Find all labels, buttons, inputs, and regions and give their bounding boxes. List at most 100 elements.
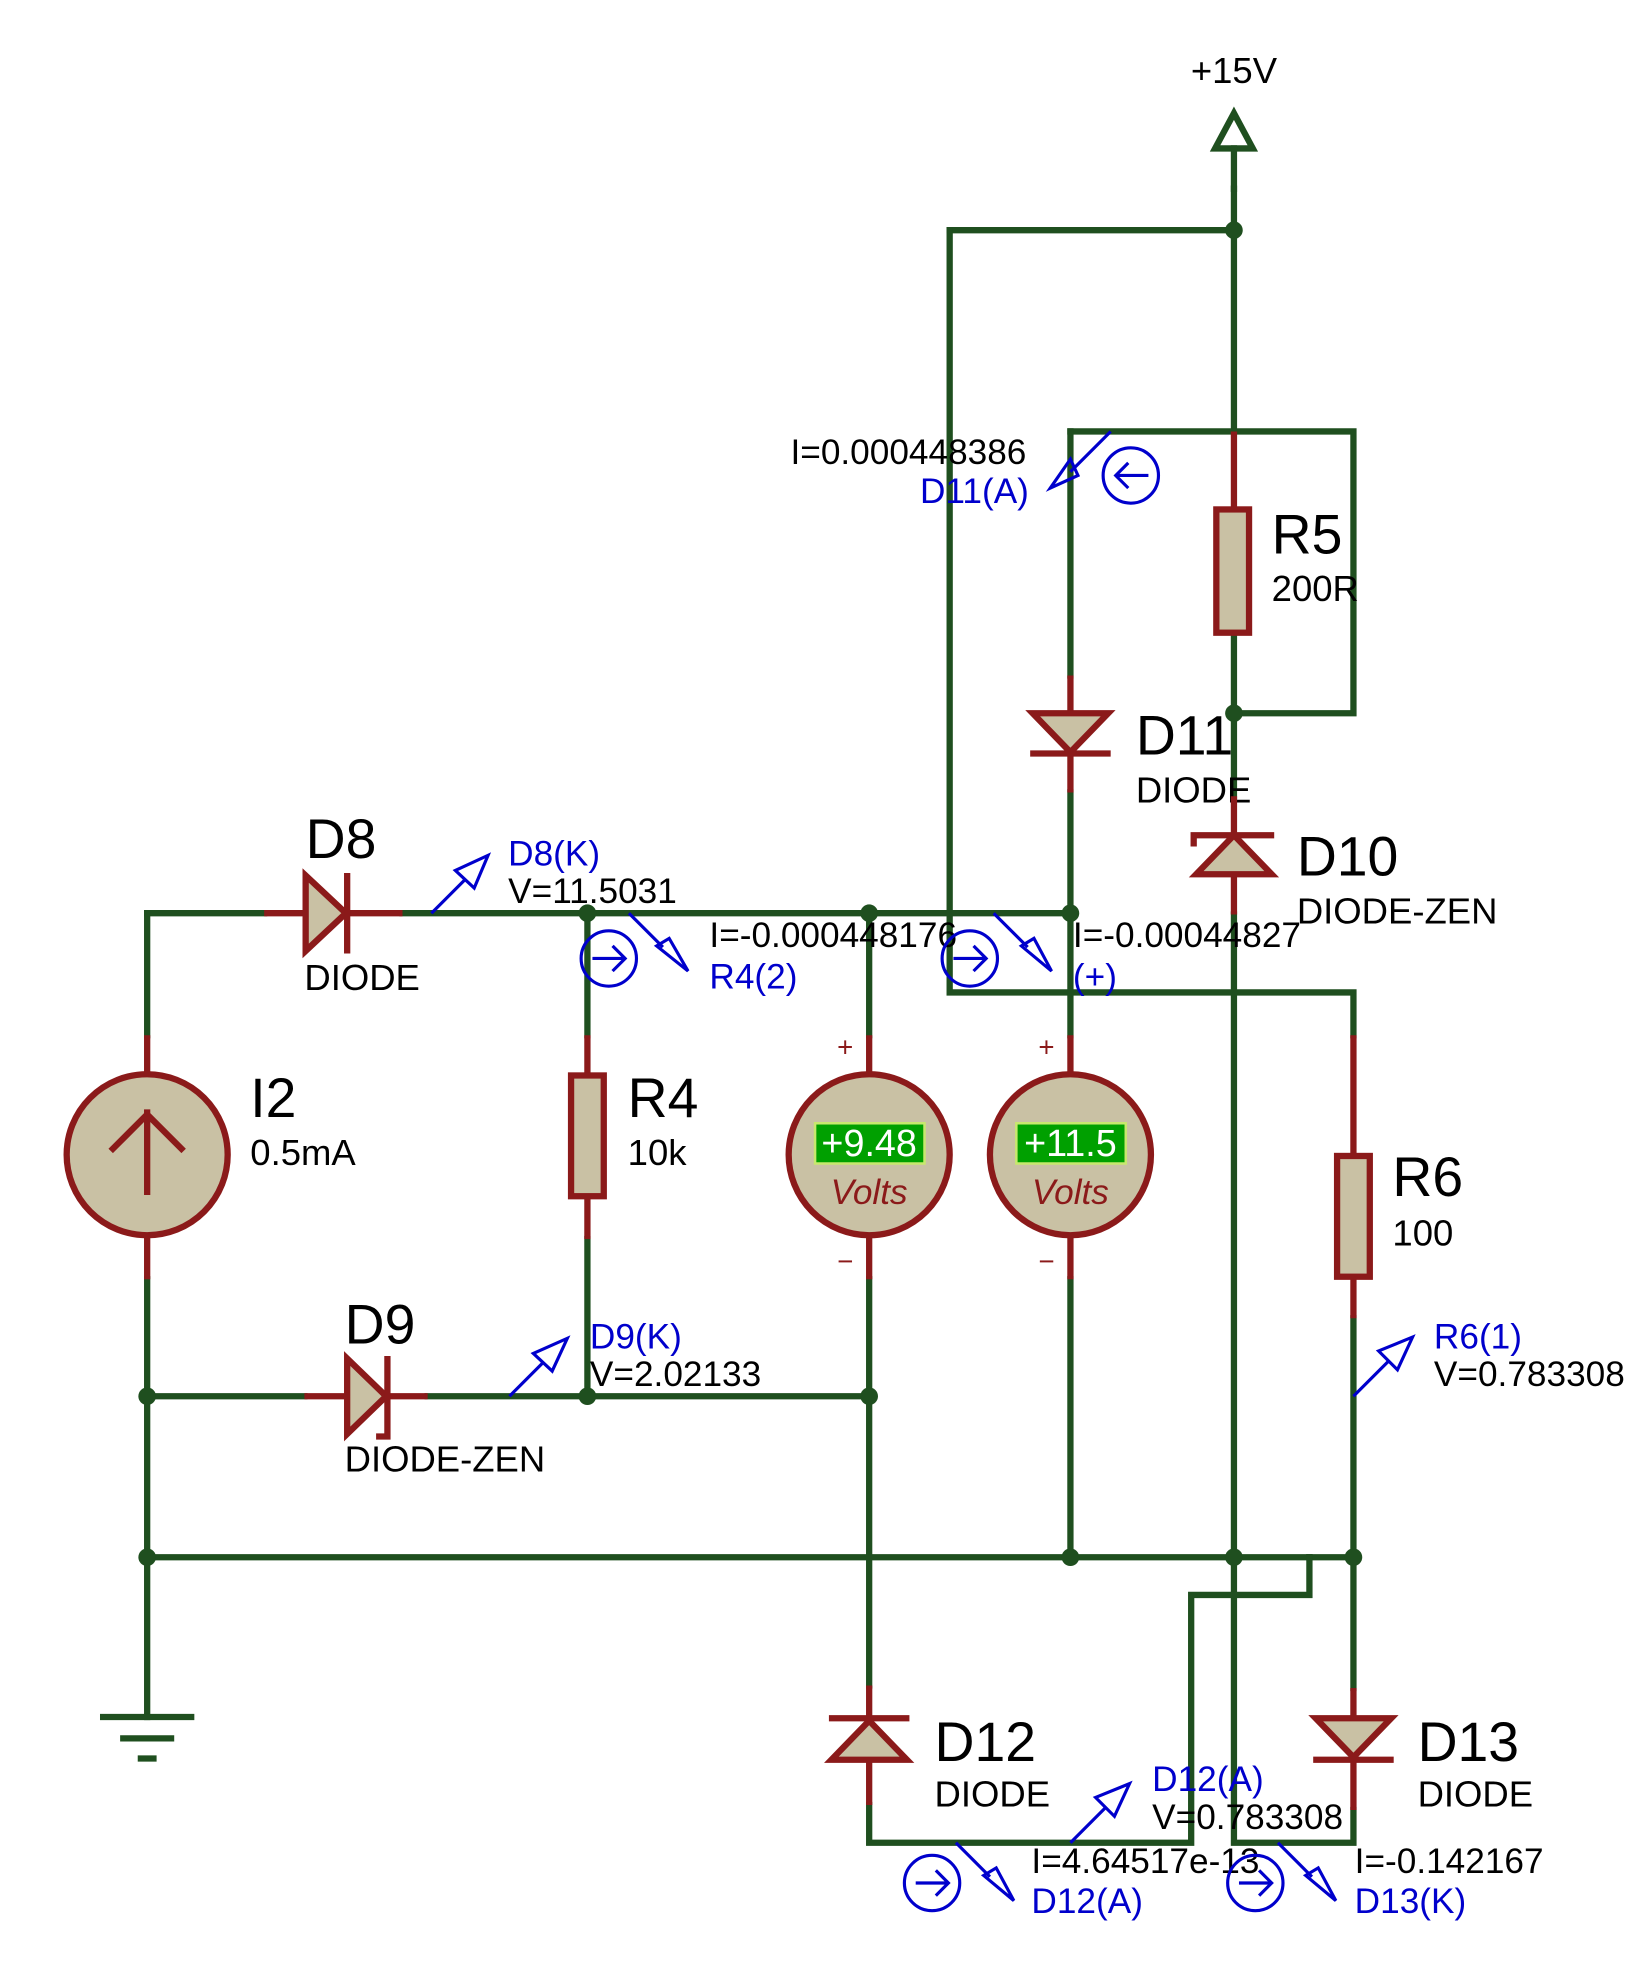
probe-value: V=11.5031 (508, 872, 677, 911)
voltage-probe-icon (452, 852, 492, 891)
junction (138, 1548, 156, 1567)
d10-ref: D10 (1297, 825, 1399, 887)
resistor-body (1213, 506, 1253, 636)
d10-value: DIODE-ZEN (1297, 890, 1498, 931)
resistor-r5[interactable]: R5 200R (1213, 431, 1359, 636)
probe-name: D13(K) (1355, 1882, 1467, 1921)
meter-reading: +11.5 (1024, 1122, 1117, 1164)
probe-value: V=2.02133 (590, 1355, 761, 1394)
probe-arrow-icon (980, 1865, 1016, 1902)
probe-name: D11(A) (920, 472, 1029, 511)
probe-name: D12(A) (1152, 1760, 1264, 1799)
d11-ref: D11 (1136, 705, 1233, 767)
probe-name: D8(K) (508, 834, 600, 873)
meter-display (813, 1122, 926, 1165)
r4-value: 10k (628, 1132, 688, 1173)
diode-triangle (1308, 1715, 1399, 1762)
minus-sign: − (1038, 1245, 1054, 1276)
meter-unit: Volts (831, 1173, 908, 1212)
probe-name: R4(2) (709, 958, 797, 997)
current-probe-icon (1101, 446, 1161, 505)
minus-sign: − (837, 1245, 853, 1276)
d9-ref: D9 (345, 1293, 416, 1355)
probe-d12a-voltage[interactable]: D12(A) V=0.783308 (1069, 1760, 1343, 1844)
junction (1225, 1548, 1243, 1567)
probe-d12a-current[interactable]: I=4.64517e-13 D12(A) (902, 1841, 1259, 1921)
current-probe-icon (902, 1853, 962, 1913)
meter-reading: +9.48 (821, 1122, 916, 1164)
diode-triangle (302, 868, 351, 959)
probe-d9k-voltage[interactable]: D9(K) V=2.02133 (508, 1317, 761, 1398)
d12-value: DIODE (935, 1773, 1050, 1814)
probe-name: (+) (1073, 958, 1117, 997)
r6-value: 100 (1392, 1212, 1453, 1253)
supply-label: +15V (1191, 50, 1278, 91)
i2-ref: I2 (250, 1067, 296, 1129)
ground-symbol (99, 1713, 195, 1762)
resistor-r4[interactable]: R4 10k (567, 1035, 699, 1239)
voltmeter-1[interactable]: +9.48 Volts + − (785, 1032, 953, 1280)
current-source-i2[interactable]: I2 0.5mA (63, 1035, 357, 1280)
resistor-r6[interactable]: R6 100 (1333, 1035, 1463, 1319)
supply-terminal[interactable]: +15V (1191, 50, 1278, 192)
d9-value: DIODE-ZEN (345, 1439, 546, 1480)
r5-value: 200R (1272, 568, 1359, 609)
probe-d11a-current[interactable]: I=0.000448386 D11(A) (790, 430, 1161, 511)
diode-d8[interactable]: D8 DIODE (264, 808, 420, 998)
junction (1344, 1548, 1363, 1567)
probe-value: V=0.783308 (1152, 1798, 1343, 1837)
probe-name: D12(A) (1031, 1882, 1143, 1921)
zener-triangle (344, 1351, 391, 1442)
diode-d12[interactable]: D12 DIODE (824, 1685, 1050, 1815)
voltage-probe-icon (530, 1335, 571, 1374)
probe-r61-voltage[interactable]: R6(1) V=0.783308 (1352, 1317, 1625, 1398)
junction (1061, 904, 1080, 923)
probe-name: D9(K) (590, 1317, 682, 1356)
junctions (138, 221, 1363, 1567)
zener-triangle (1188, 830, 1280, 878)
probe-plus-current[interactable]: I=-0.00044827 (+) (940, 912, 1301, 997)
diode-d13[interactable]: D13 DIODE (1308, 1688, 1533, 1814)
voltage-probe-icon (1092, 1780, 1133, 1820)
probe-value: V=0.783308 (1434, 1355, 1625, 1394)
zener-d10[interactable]: D10 DIODE-ZEN (1188, 796, 1498, 931)
d13-value: DIODE (1418, 1773, 1533, 1814)
r4-ref: R4 (628, 1067, 699, 1129)
plus-sign: + (837, 1032, 853, 1063)
diode-triangle (824, 1716, 915, 1763)
probe-d8k-voltage[interactable]: D8(K) V=11.5031 (430, 834, 677, 915)
probe-arrow-icon (1018, 936, 1053, 973)
diode-d11[interactable]: D11 DIODE (1025, 675, 1251, 811)
wires (144, 185, 1357, 1846)
i2-value: 0.5mA (250, 1132, 356, 1173)
junction (1225, 221, 1243, 240)
junction (1225, 704, 1243, 723)
resistor-body (567, 1072, 607, 1200)
meter-unit: Volts (1032, 1173, 1109, 1212)
d8-value: DIODE (304, 957, 420, 998)
meter-display (1015, 1122, 1128, 1165)
probe-value: I=-0.000448176 (709, 916, 957, 955)
probe-value: I=-0.00044827 (1073, 916, 1301, 955)
probe-arrow-icon (1302, 1865, 1338, 1902)
junction (578, 904, 597, 923)
junction (578, 1387, 597, 1406)
junction (1061, 1548, 1080, 1567)
probe-arrow-icon (1045, 455, 1081, 492)
zener-d9[interactable]: D9 DIODE-ZEN (304, 1293, 546, 1480)
plus-sign: + (1038, 1032, 1054, 1063)
r5-ref: R5 (1272, 503, 1343, 565)
resistor-body (1333, 1152, 1373, 1280)
junction (860, 904, 878, 923)
junction (860, 1387, 878, 1406)
d13-ref: D13 (1418, 1711, 1520, 1773)
probe-value: I=4.64517e-13 (1031, 1842, 1259, 1881)
junction (138, 1387, 156, 1406)
up-arrow-icon (108, 1109, 186, 1195)
voltmeter-2[interactable]: +11.5 Volts + − (986, 1032, 1155, 1280)
voltage-probe-icon (1375, 1334, 1416, 1373)
probe-r42-current[interactable]: I=-0.000448176 R4(2) (579, 912, 957, 997)
probe-d13k-current[interactable]: I=-0.142167 D13(K) (1226, 1841, 1544, 1921)
d12-ref: D12 (935, 1711, 1036, 1773)
